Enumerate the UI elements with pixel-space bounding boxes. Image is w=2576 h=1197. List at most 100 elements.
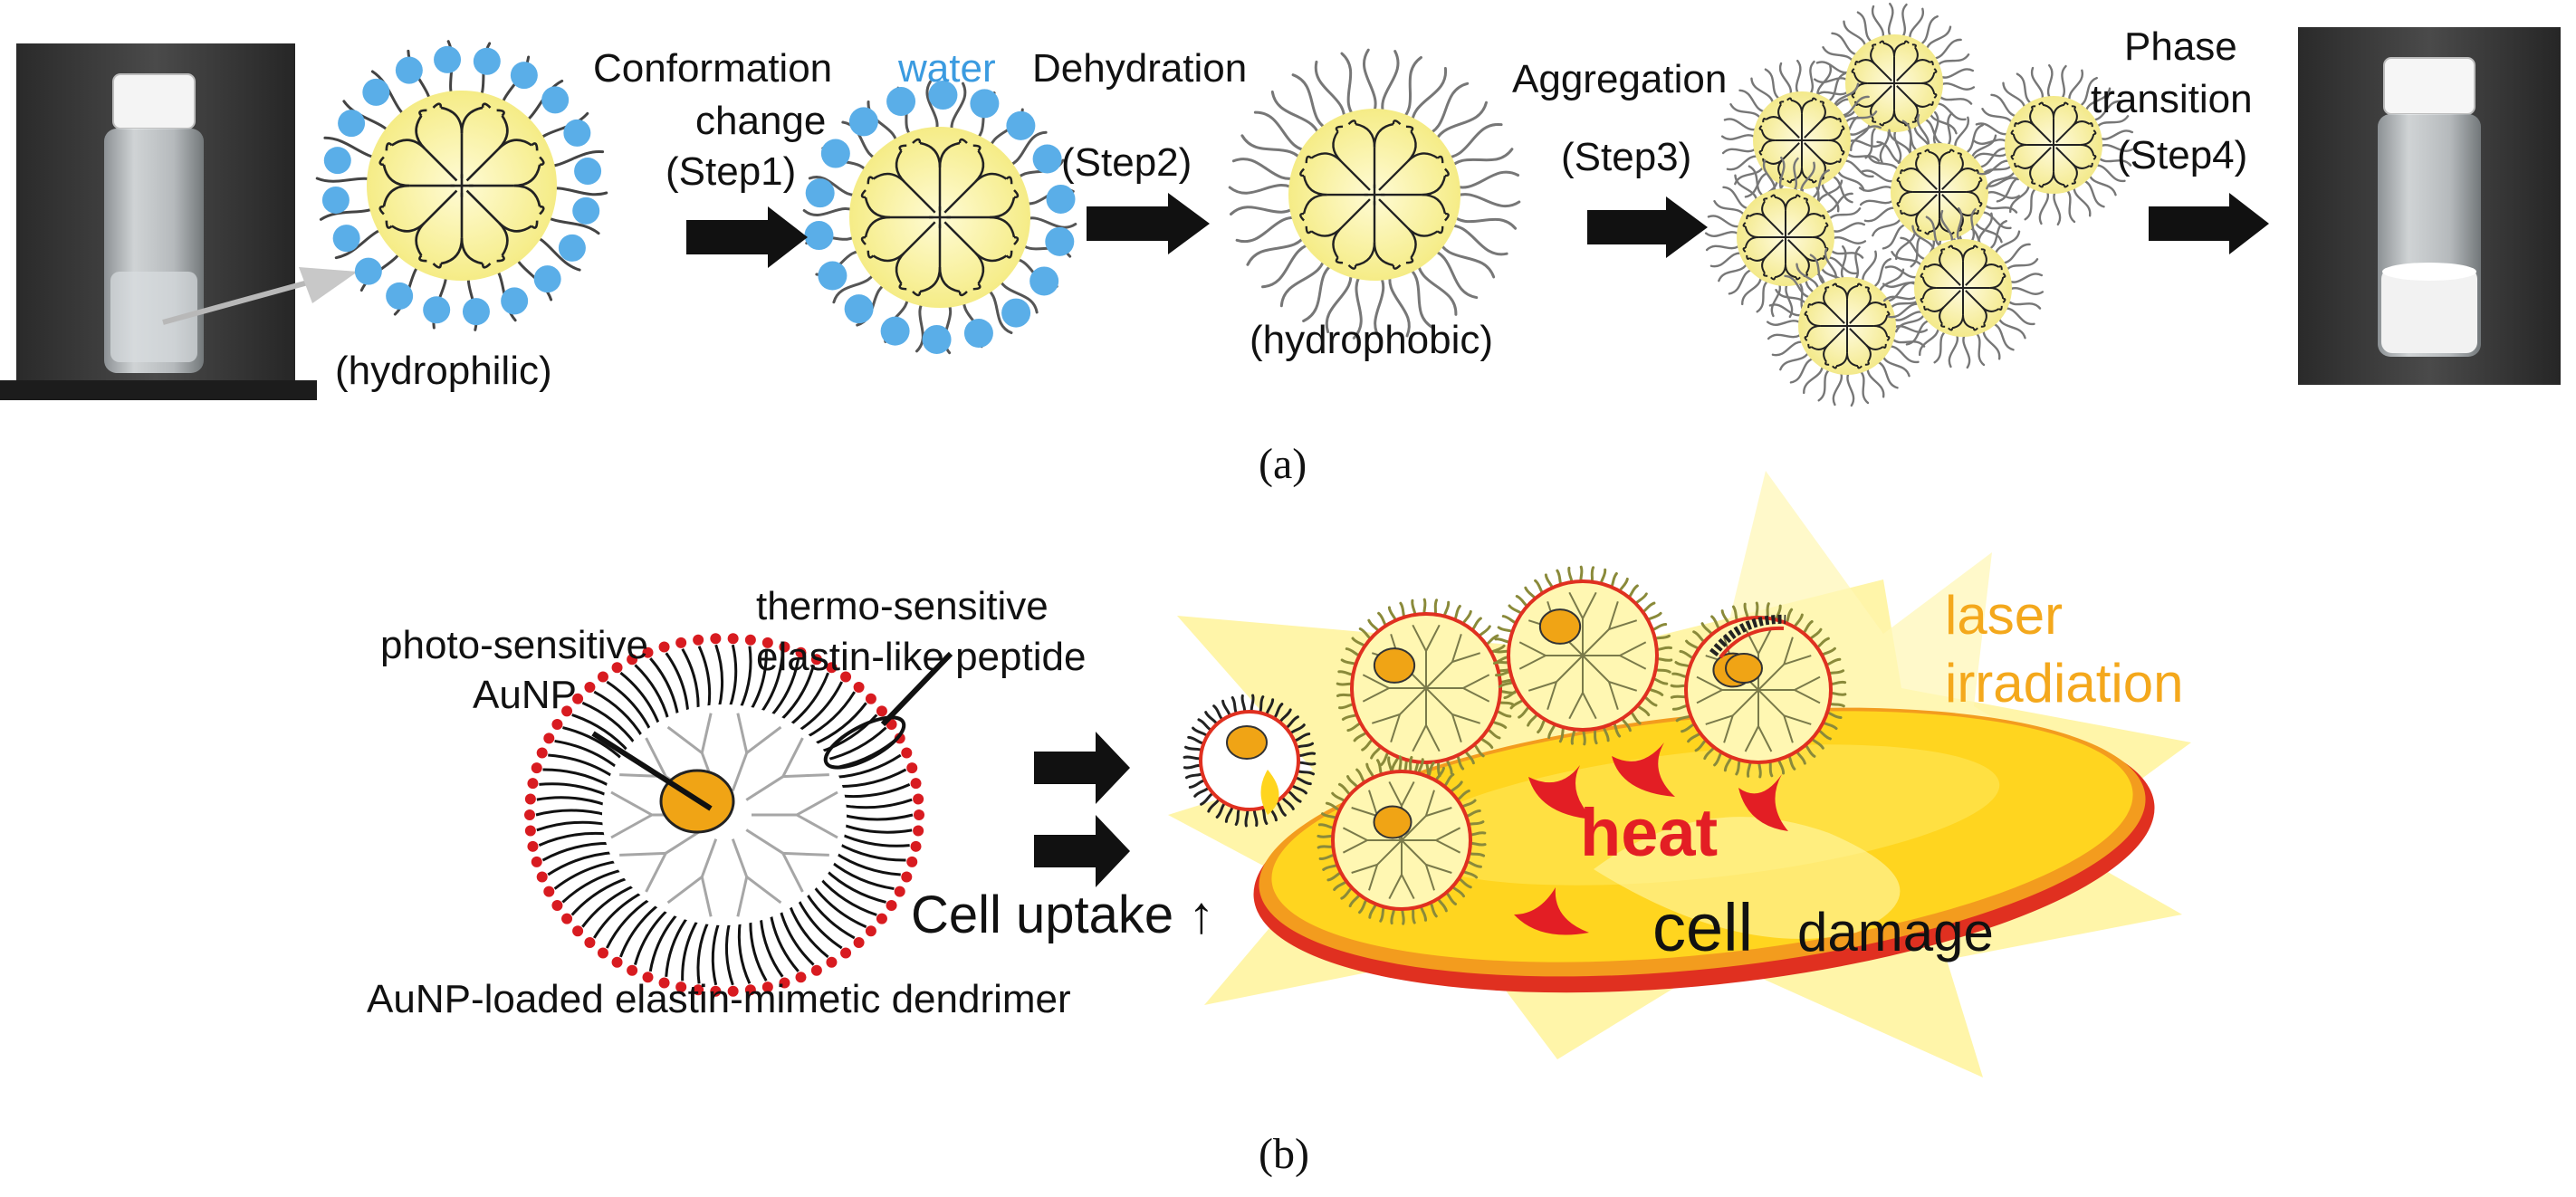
- peptide-end: [779, 977, 790, 989]
- caption-b: (b): [1259, 1130, 1309, 1178]
- peptide-end: [906, 762, 918, 774]
- pointer-aunp: [591, 731, 713, 811]
- peptide-end: [531, 762, 542, 774]
- dendrimer-aggregate: [1704, 2, 2135, 407]
- peptide-end: [727, 985, 739, 997]
- water-molecule: [1046, 184, 1076, 214]
- elp-highlight: [823, 715, 906, 770]
- peptide-end: [826, 956, 838, 968]
- dendrimer-hydrophilic: [315, 40, 608, 331]
- water-molecule: [541, 86, 570, 114]
- peptide-end: [826, 662, 838, 674]
- aunp-loaded-dendrimer: [524, 633, 924, 997]
- water-molecule: [844, 294, 874, 324]
- label-transition: transition: [2091, 77, 2253, 121]
- water-molecule: [423, 296, 451, 324]
- label-irradiation: irradiation: [1945, 653, 2183, 713]
- dendrimer-hydrophobic: [1228, 48, 1521, 341]
- peptide-end: [658, 641, 670, 653]
- label-change: change: [695, 99, 826, 143]
- water-molecule: [558, 234, 586, 262]
- peptide-end: [611, 662, 623, 674]
- peptide-end: [611, 956, 623, 968]
- water-molecule: [1029, 266, 1059, 296]
- heat-flames: [1514, 742, 1788, 935]
- peptide-end: [642, 646, 654, 658]
- water-molecule: [462, 298, 490, 326]
- arrow-step4: [2149, 193, 2269, 254]
- water-molecule: [321, 186, 350, 214]
- peptide-end: [572, 693, 584, 704]
- peptide-end: [527, 840, 539, 852]
- uptake-arrow-bottom: [1034, 815, 1130, 887]
- peptide-end: [727, 633, 739, 645]
- peptide-end: [693, 984, 704, 996]
- label-hydrophilic: (hydrophilic): [335, 349, 552, 393]
- label-water: water: [897, 46, 996, 91]
- water-molecule: [928, 81, 958, 110]
- peptide-end: [561, 913, 573, 924]
- water-molecule: [473, 47, 501, 75]
- peptide-end: [524, 793, 536, 805]
- peptide-end: [795, 646, 807, 658]
- water-molecule: [501, 287, 529, 315]
- peptide-end: [584, 682, 596, 694]
- label-thermo-sensitive: thermo-sensitive: [756, 584, 1049, 628]
- dendrimer-on-cell: [1492, 565, 1673, 746]
- peptide-end: [551, 718, 563, 730]
- pointer-arrow: [162, 267, 358, 325]
- peptide-end: [551, 900, 563, 912]
- peptide-end: [710, 633, 722, 645]
- dendrimer-on-cell: [1336, 598, 1517, 779]
- peptide-end: [853, 936, 865, 948]
- water-molecule: [820, 139, 850, 168]
- label-aunp: AuNP: [473, 673, 577, 717]
- water-molecule: [1006, 110, 1036, 140]
- peptide-end: [910, 778, 922, 790]
- peptide-end: [744, 634, 756, 646]
- peptide-end: [865, 925, 876, 937]
- water-molecule: [362, 78, 390, 106]
- arrow-step2: [1087, 193, 1210, 254]
- label-dendrimer: AuNP-loaded elastin-mimetic dendrimer: [367, 977, 1071, 1021]
- water-molecule: [963, 318, 993, 348]
- water-molecule: [922, 324, 952, 354]
- water-molecule: [323, 147, 351, 175]
- peptide-end: [914, 809, 924, 820]
- peptide-end: [810, 964, 822, 976]
- dendrimers-on-cell: [1183, 565, 1847, 925]
- label-cell-uptake: Cell uptake ↑: [911, 886, 1214, 944]
- peptide-end: [906, 856, 918, 867]
- peptide-end: [901, 747, 913, 759]
- water-molecule: [354, 257, 382, 285]
- peptide-end: [527, 778, 539, 790]
- peptide-end: [675, 982, 687, 993]
- water-molecule: [1045, 226, 1075, 256]
- label-photo-sensitive: photo-sensitive: [380, 623, 648, 667]
- label-step1: (Step1): [666, 149, 796, 194]
- gold-nanoparticle: [1373, 805, 1412, 839]
- arrow-step3: [1587, 196, 1708, 258]
- peptide-end: [810, 654, 822, 666]
- water-molecule: [338, 110, 366, 138]
- aggregated-dendrimer: [1882, 206, 2045, 369]
- label-elastin-like-peptide: elastin-like peptide: [756, 635, 1086, 679]
- peptide-end: [572, 925, 584, 937]
- gold-nanoparticle: [1373, 647, 1416, 684]
- water-molecule: [510, 62, 538, 90]
- label-damage: damage: [1797, 902, 1994, 962]
- water-molecule: [1032, 144, 1062, 174]
- peptide-end: [901, 871, 913, 883]
- peptide-end: [761, 637, 773, 648]
- peptide-end: [536, 871, 548, 883]
- vial-photo-turbid: [2298, 27, 2561, 385]
- label-hydrophobic: (hydrophobic): [1250, 318, 1493, 362]
- peptide-end: [894, 886, 905, 897]
- water-molecule: [533, 265, 561, 293]
- water-molecule: [572, 196, 600, 225]
- peptide-end: [693, 634, 704, 646]
- label-dehydration: Dehydration: [1032, 46, 1247, 91]
- gold-nanoparticle: [1725, 653, 1763, 684]
- peptide-end: [910, 840, 922, 852]
- peptide-end: [524, 809, 535, 820]
